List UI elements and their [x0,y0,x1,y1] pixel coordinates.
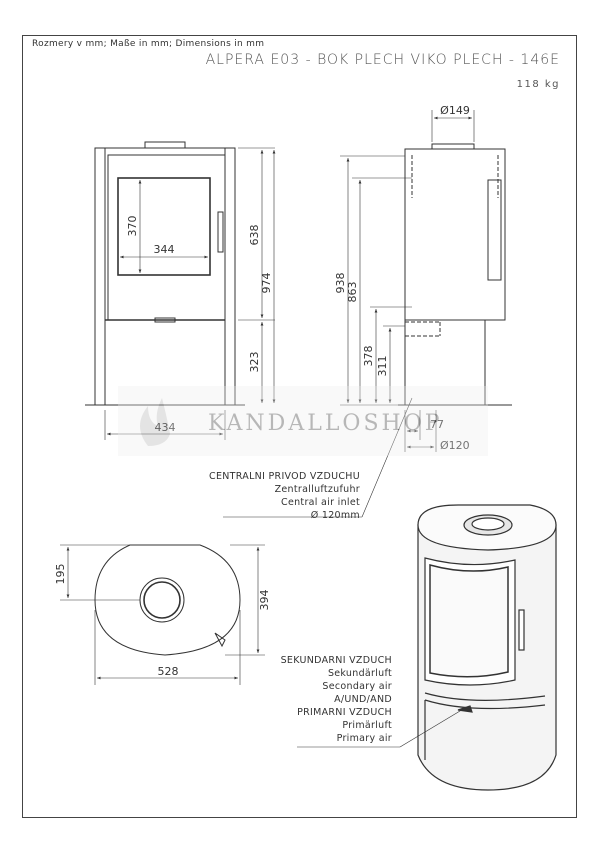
stove-weight: 118 kg [516,79,560,90]
top-dim-depth-center: 195 [54,564,67,585]
central-air-label: CENTRALNI PRIVOD VZDUCHU Zentralluftzufu… [200,470,360,522]
secondary-air-line-7: Primary air [336,733,392,744]
central-air-leader [223,397,413,518]
front-door [107,154,226,321]
watermark: KANDALLOSHOP [118,386,488,456]
persp-handle [518,609,525,651]
top-handle [214,632,226,648]
persp-air-control [457,705,473,713]
top-flue-inner [143,581,181,619]
side-dim-inlet-height: 311 [376,356,389,377]
top-view-dimensions [60,544,265,685]
front-door-handle [217,211,224,253]
side-handle-profile [487,179,502,281]
units-note: Rozmery v mm; Maße in mm; Dimensions in … [32,39,265,49]
side-dim-air-height: 378 [362,346,375,367]
drawing-title: ALPERA E03 - BOK PLECH VIKO PLECH - 146E [205,52,560,68]
secondary-air-line-4: A/UND/AND [334,694,392,705]
side-dim-top-height: 863 [346,282,359,303]
side-dim-flue-diameter: Ø149 [440,104,470,117]
front-air-control [154,317,176,323]
flame-icon [140,398,170,446]
side-view-dimensions [340,110,475,452]
top-flue-outer [139,577,185,623]
secondary-air-leader [297,707,466,748]
side-view [398,143,512,406]
side-flue-collar [431,143,475,150]
persp-glass [429,564,509,678]
watermark-band [118,386,488,456]
front-dim-total-height: 974 [260,273,273,294]
central-air-line-4: Ø 120mm [310,510,360,521]
front-view-dimensions [104,147,276,440]
top-dim-depth-total: 394 [258,590,271,611]
secondary-air-line-6: Primärluft [342,720,392,731]
top-dim-width: 528 [158,665,179,678]
perspective-view [417,504,557,791]
secondary-air-line-3: Secondary air [322,681,392,692]
side-upper-body [404,148,506,321]
front-dim-glass-height: 370 [126,216,139,237]
secondary-air-label: SEKUNDARNI VZDUCH Sekundärluft Secondary… [280,654,392,745]
drawing-frame [22,35,577,818]
front-dim-width: 434 [155,421,176,434]
front-flue-collar [144,141,186,149]
top-stove-outline [94,544,241,656]
side-dim-offset: 77 [430,418,444,431]
secondary-air-line-5: PRIMARNI VZDUCH [297,707,392,718]
watermark-text: KANDALLOSHOP [208,411,443,436]
persp-flue-inner [471,517,505,531]
central-air-line-2: Zentralluftzufuhr [274,484,360,495]
side-dim-flue-height: 938 [334,273,347,294]
front-dim-door-height: 638 [248,225,261,246]
front-dim-glass-width: 344 [154,243,175,256]
secondary-air-line-2: Sekundärluft [327,668,392,679]
front-view [85,141,245,406]
front-dim-lower-height: 323 [248,352,261,373]
front-stove-body [94,147,236,406]
secondary-air-line-1: SEKUNDARNI VZDUCH [280,655,392,666]
central-air-line-1: CENTRALNI PRIVOD VZDUCHU [209,471,360,482]
central-air-line-3: Central air inlet [281,497,360,508]
front-glass [117,177,211,276]
